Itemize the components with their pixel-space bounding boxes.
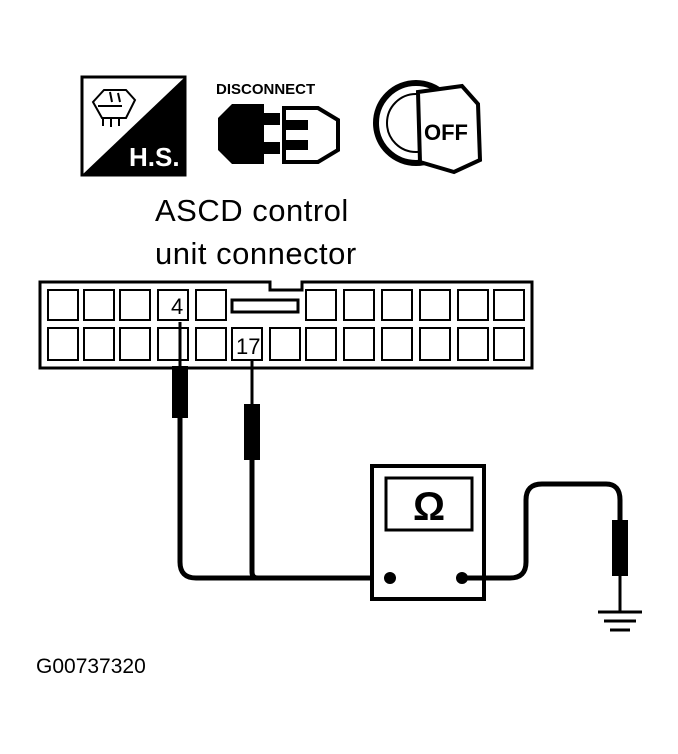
hs-icon: H.S. <box>80 75 187 177</box>
ground-lead <box>462 481 628 612</box>
ignition-off-icon: OFF <box>373 80 483 175</box>
disconnect-icon: DISCONNECT <box>216 81 340 164</box>
disconnect-label: DISCONNECT <box>216 81 315 98</box>
ascd-connector <box>38 280 534 370</box>
probe-pin-17 <box>244 360 260 581</box>
pin-4-label: 4 <box>171 294 183 319</box>
ohm-symbol: Ω <box>413 485 445 529</box>
connector-title-line-2: unit connector <box>155 236 357 271</box>
hs-label: H.S. <box>129 142 180 172</box>
connector-title-line-1: ASCD control <box>155 193 349 228</box>
figure-id: G00737320 <box>36 655 146 678</box>
ground-icon <box>598 610 642 632</box>
ignition-off-label: OFF <box>424 120 468 145</box>
probe-pin-4 <box>172 322 390 581</box>
pin-17-label: 17 <box>236 334 260 359</box>
